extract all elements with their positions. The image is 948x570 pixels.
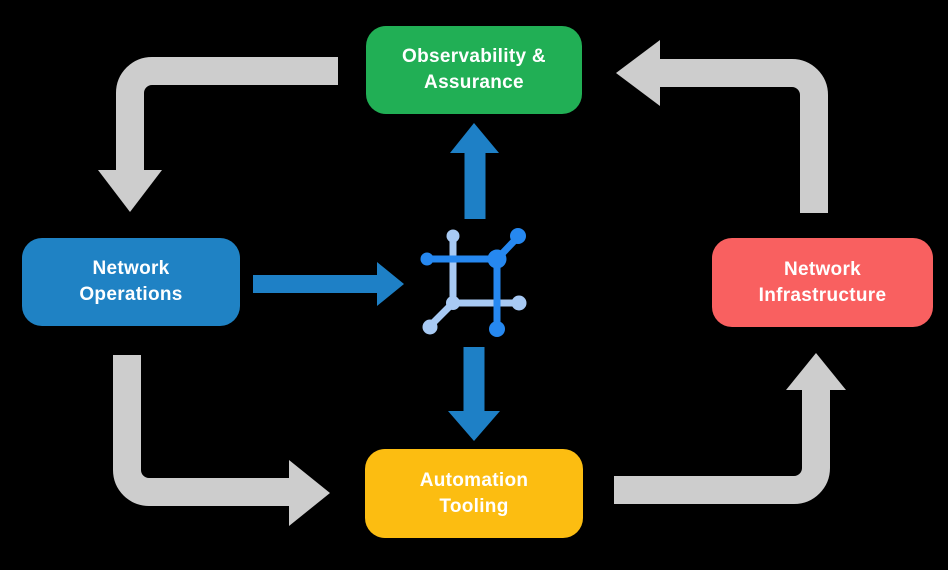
network-mesh-icon <box>420 228 527 337</box>
arrow-icon-to-observability <box>450 123 499 219</box>
arrow-shaft <box>660 59 828 213</box>
network-mesh-icon-dark-layer <box>420 228 526 337</box>
arrow-shaft <box>113 355 289 506</box>
arrow-operations-to-automation <box>113 355 330 526</box>
icon-node <box>511 295 527 311</box>
icon-node <box>446 229 460 243</box>
arrow-automation-to-infrastructure <box>614 353 846 504</box>
arrow-head-right-icon <box>377 262 404 306</box>
arrow-head-down-icon <box>98 170 162 212</box>
icon-node <box>446 296 460 310</box>
arrow-head-left-icon <box>616 40 660 106</box>
node-network-infrastructure: Network Infrastructure <box>712 238 933 327</box>
icon-node <box>510 228 526 244</box>
node-observability-assurance: Observability & Assurance <box>366 26 582 114</box>
arrow-shaft <box>116 57 338 172</box>
arrow-infrastructure-to-observability <box>616 40 828 213</box>
icon-node <box>420 252 434 266</box>
node-label: Network Infrastructure <box>758 258 887 306</box>
node-label: Observability & Assurance <box>402 46 546 93</box>
icon-node <box>487 249 507 269</box>
network-mesh-icon-light-layer <box>422 229 527 335</box>
arrow-head-up-icon <box>450 123 499 153</box>
node-label: Network Operations <box>79 258 183 305</box>
arrow-operations-to-icon <box>253 262 404 306</box>
node-label: Automation Tooling <box>419 469 529 517</box>
arrow-icon-to-automation <box>448 347 500 441</box>
arrow-head-up-icon <box>786 353 846 390</box>
arrow-shaft <box>614 390 830 504</box>
icon-node <box>422 319 438 335</box>
icon-node <box>489 321 505 337</box>
node-automation-tooling: Automation Tooling <box>365 449 583 538</box>
arrow-head-right-icon <box>289 460 330 526</box>
arrow-observability-to-operations <box>98 57 338 212</box>
node-network-operations: Network Operations <box>22 238 240 326</box>
arrow-head-down-icon <box>448 411 500 441</box>
